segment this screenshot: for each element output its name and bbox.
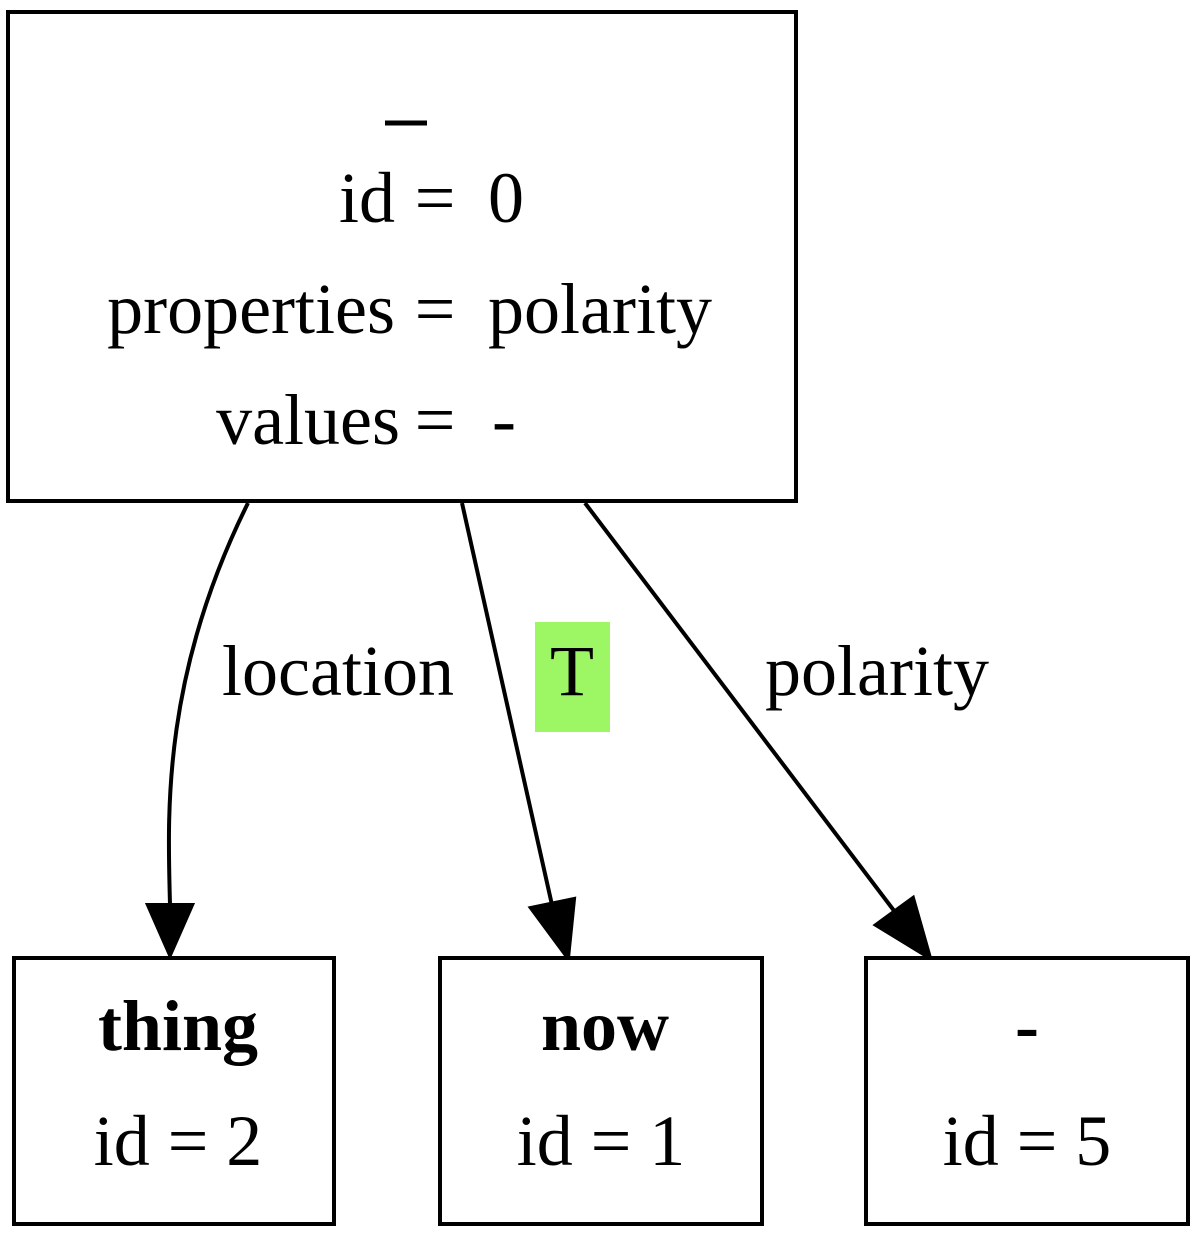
- edge-location[interactable]: location: [144, 502, 454, 960]
- root-properties-eq: =: [415, 269, 456, 349]
- edge-location-arrowhead: [144, 903, 196, 960]
- root-properties-key: properties: [107, 269, 395, 349]
- edge-t-label: T: [550, 631, 594, 711]
- edge-location-label: location: [222, 631, 454, 711]
- node-now[interactable]: now id = 1: [438, 956, 764, 1226]
- root-values-eq: =: [415, 380, 456, 460]
- root-values-key: values: [216, 380, 400, 460]
- node-thing[interactable]: thing id = 2: [12, 956, 336, 1226]
- edge-t-arrowhead: [527, 896, 577, 964]
- node-now-title: now: [541, 986, 669, 1066]
- root-values-value: -: [492, 380, 516, 460]
- edge-t[interactable]: T: [460, 502, 610, 964]
- node-dash-title: -: [1015, 986, 1039, 1066]
- root-id-value: 0: [488, 158, 524, 238]
- root-id-eq: =: [415, 158, 456, 238]
- root-properties-value: polarity: [488, 269, 712, 349]
- root-id-key: id: [339, 158, 395, 238]
- edge-polarity-label: polarity: [765, 631, 989, 711]
- node-dash-id: id = 5: [943, 1101, 1112, 1181]
- edge-polarity[interactable]: polarity: [583, 501, 989, 963]
- node-dash[interactable]: - id = 5: [864, 956, 1190, 1226]
- root-node[interactable]: _ id = 0 properties = polarity values = …: [6, 10, 798, 503]
- edge-t-label-highlight: [535, 622, 610, 732]
- edge-polarity-arrowhead: [872, 894, 934, 963]
- root-node-title: _: [387, 59, 425, 139]
- node-thing-id: id = 2: [94, 1101, 263, 1181]
- node-thing-title: thing: [98, 986, 258, 1066]
- node-now-id: id = 1: [517, 1101, 686, 1181]
